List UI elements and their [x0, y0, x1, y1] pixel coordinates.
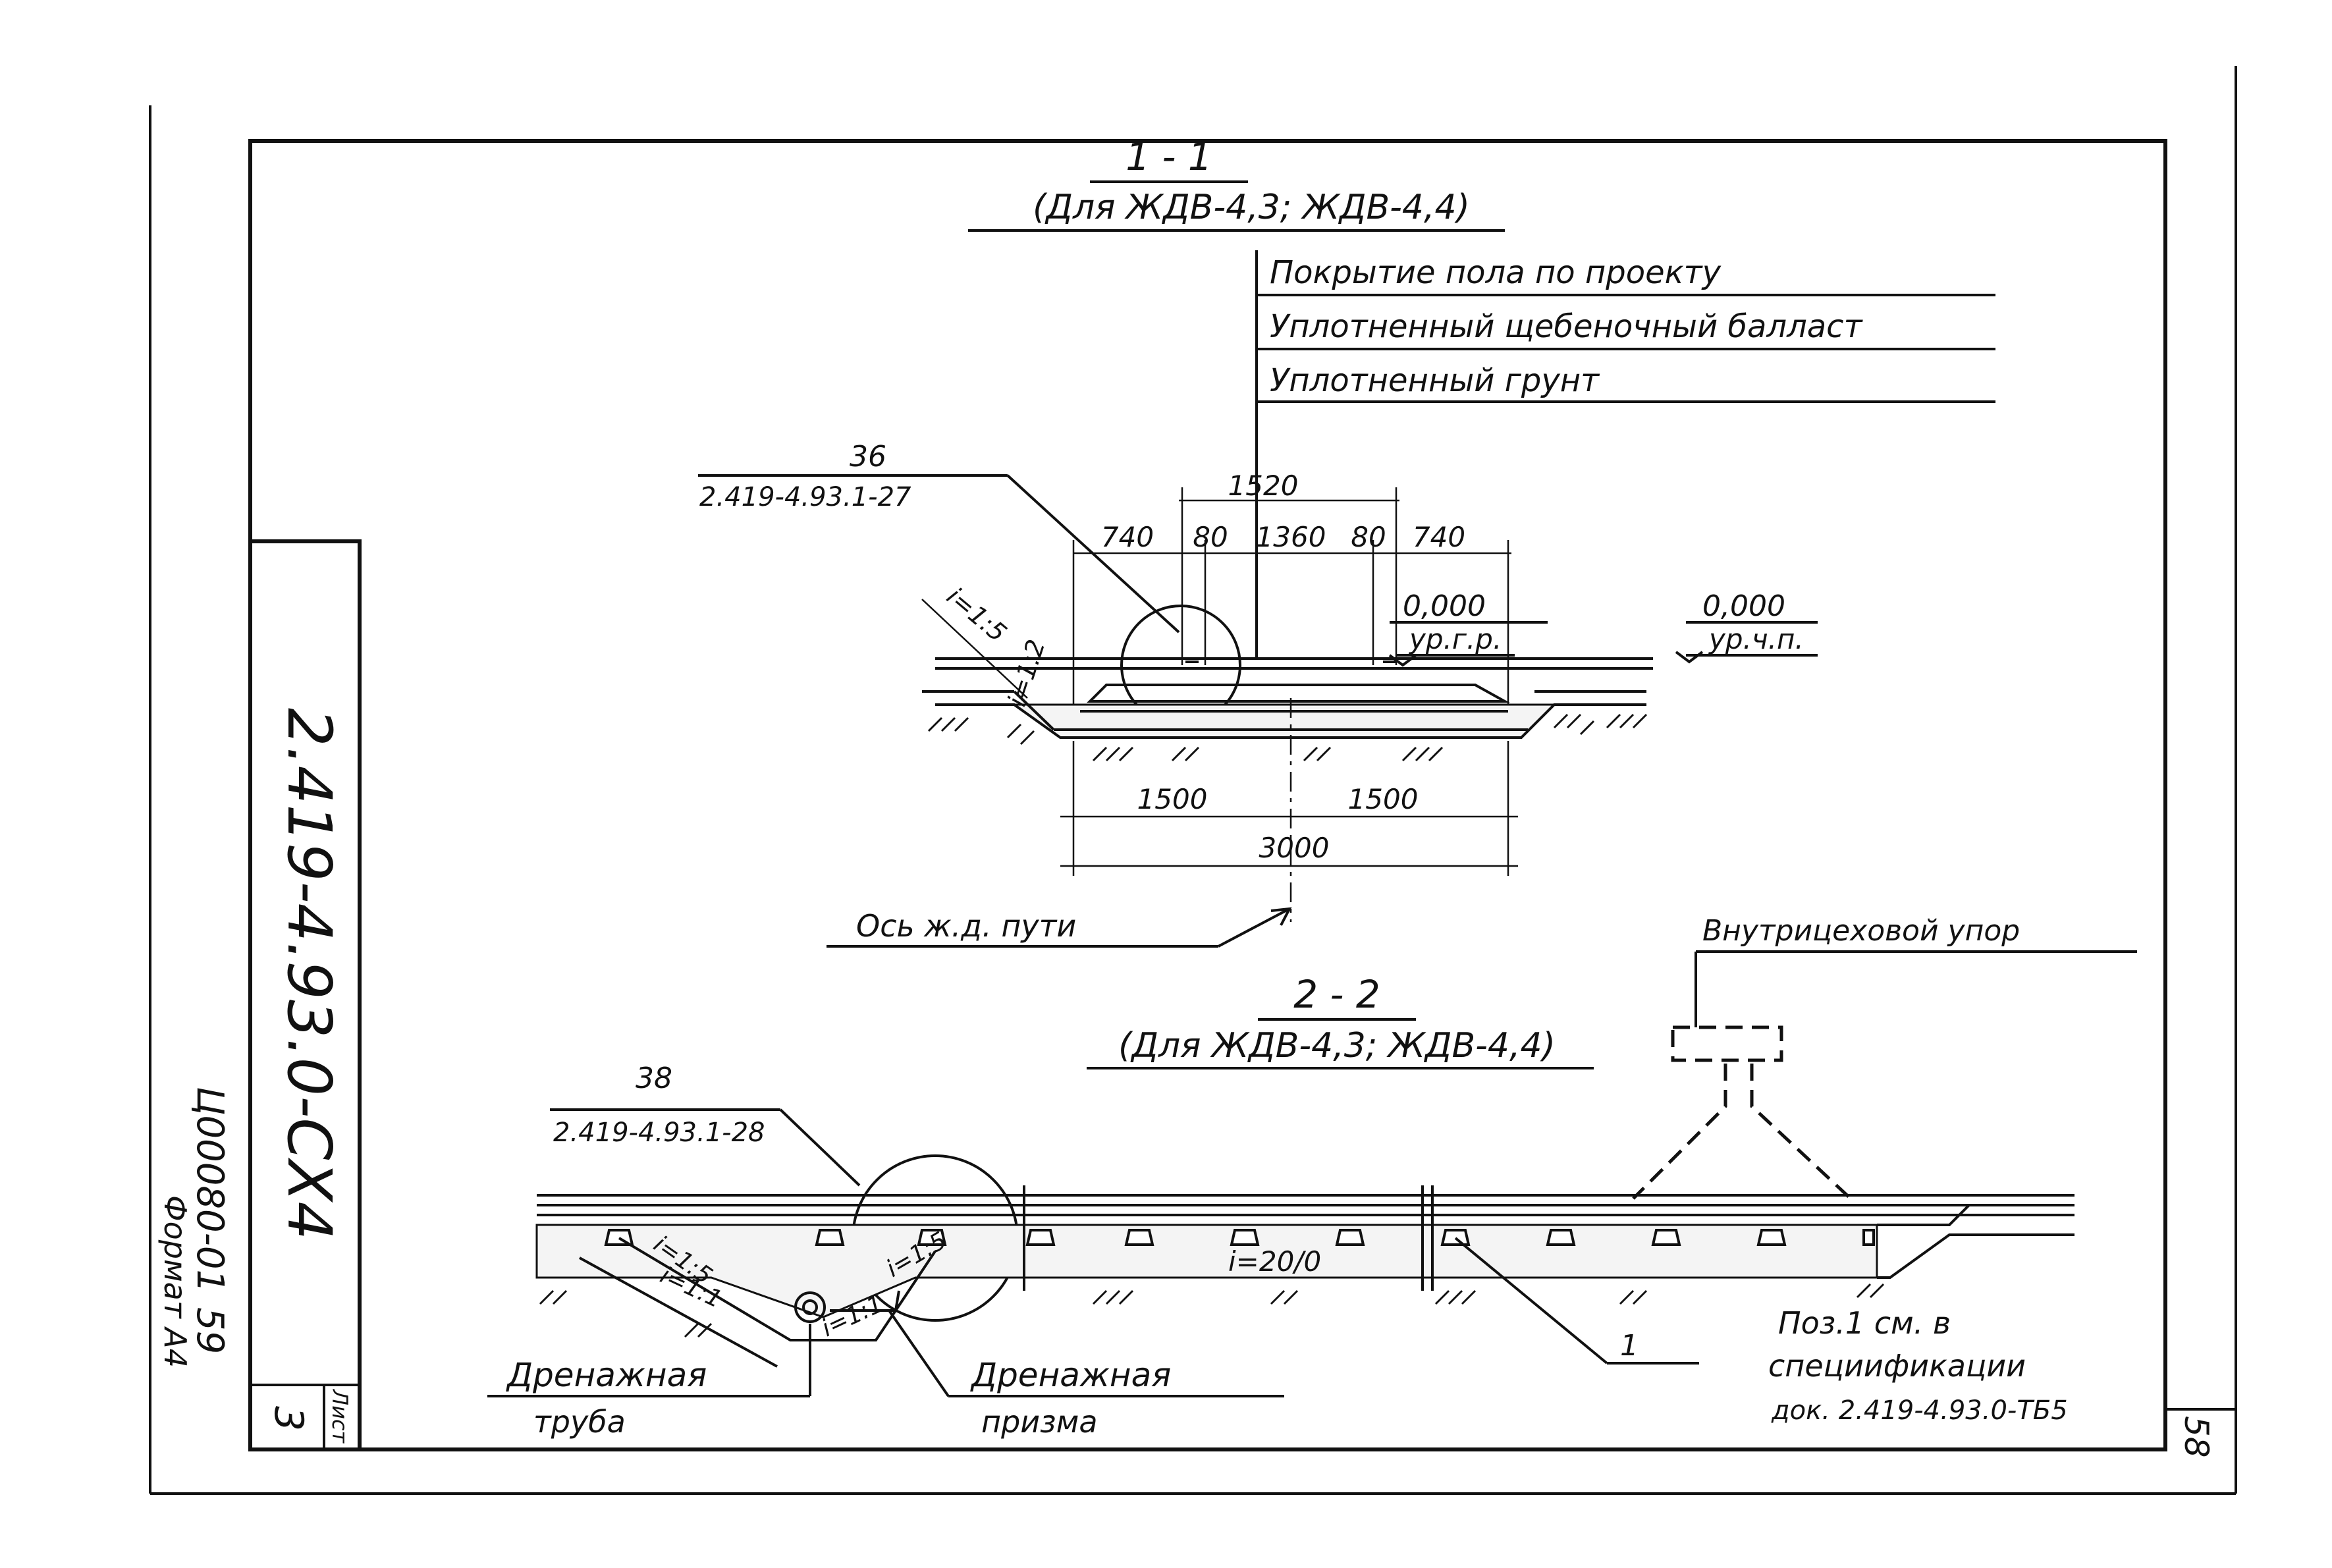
section-1-callout-ref: 2.419-4.93.1-27 [699, 482, 911, 512]
level-left-value: 0,000 [1403, 589, 1486, 623]
section-1-subtitle: (Для ЖДВ-4,3; ЖДВ-4,4) [1033, 188, 1470, 227]
level-left-label: ур.г.р. [1408, 623, 1502, 655]
section-2-drawing: 2 - 2 (Для ЖДВ-4,3; ЖДВ-4,4) Внутрицехов… [487, 914, 2137, 1440]
sheet-number: 3 [265, 1406, 312, 1431]
level-right-value: 0,000 [1702, 589, 1785, 623]
section-1-callout-number: 36 [850, 440, 886, 473]
section-1-title: 1 - 1 [1125, 134, 1212, 179]
section-2-callout-number: 38 [636, 1062, 672, 1095]
level-right-label: ур.ч.п. [1708, 623, 1804, 655]
sheet-inventory: Ц00080-01 [188, 1087, 231, 1293]
section-2-callout-ref: 2.419-4.93.1-28 [553, 1118, 765, 1148]
section-2-title: 2 - 2 [1293, 972, 1380, 1017]
stop-label: Внутрицеховой упор [1702, 914, 2020, 948]
note-line-1: Поз.1 см. в [1778, 1305, 1951, 1341]
position-number: 1 [1620, 1329, 1639, 1363]
sheet-label: Лист [327, 1389, 352, 1444]
layer-3: Уплотненный грунт [1270, 362, 1600, 399]
drain-prism-line-1: Дренажная [970, 1356, 1171, 1394]
dim-1360: 1360 [1256, 521, 1326, 553]
dim-740-left: 740 [1101, 521, 1154, 553]
layer-1: Покрытие пола по проекту [1270, 254, 1722, 291]
note-line-3: док. 2.419-4.93.0-ТБ5 [1771, 1395, 2068, 1426]
drain-pipe-line-1: Дренажная [506, 1356, 707, 1394]
sheet-designation: 2.419-4.93.0-CX4 [274, 708, 344, 1240]
dim-80-left: 80 [1193, 521, 1228, 553]
section-1-drawing: 1 - 1 (Для ЖДВ-4,3; ЖДВ-4,4) Покрытие по… [698, 134, 1995, 948]
dim-80-right: 80 [1351, 521, 1386, 553]
layer-2: Уплотненный щебеночный балласт [1270, 308, 1864, 345]
sleepers [604, 1229, 1875, 1246]
section-2-slope-e: i=20/0 [1228, 1245, 1321, 1278]
note-line-2: специификации [1768, 1348, 2026, 1384]
section-1-axis-label: Ось ж.д. пути [856, 908, 1076, 944]
sheet-frame [149, 66, 2237, 1495]
section-1-slope-b: i=1:2 [1002, 636, 1051, 710]
dim-1500-right: 1500 [1348, 783, 1419, 815]
dim-1500-left: 1500 [1137, 783, 1208, 815]
drain-prism-line-2: призма [981, 1404, 1098, 1440]
sheet-format: Формат А4 [157, 1195, 193, 1368]
drain-pipe-line-2: труба [533, 1404, 626, 1440]
dim-740-right: 740 [1413, 521, 1465, 553]
sheet-inventory-number: 59 [188, 1307, 231, 1354]
dim-1520: 1520 [1228, 470, 1299, 502]
dim-3000: 3000 [1259, 832, 1330, 864]
section-2-subtitle: (Для ЖДВ-4,3; ЖДВ-4,4) [1118, 1026, 1556, 1066]
page-number: 58 [2177, 1416, 2215, 1458]
section-1-slope-a: i=1:5 [941, 581, 1012, 647]
